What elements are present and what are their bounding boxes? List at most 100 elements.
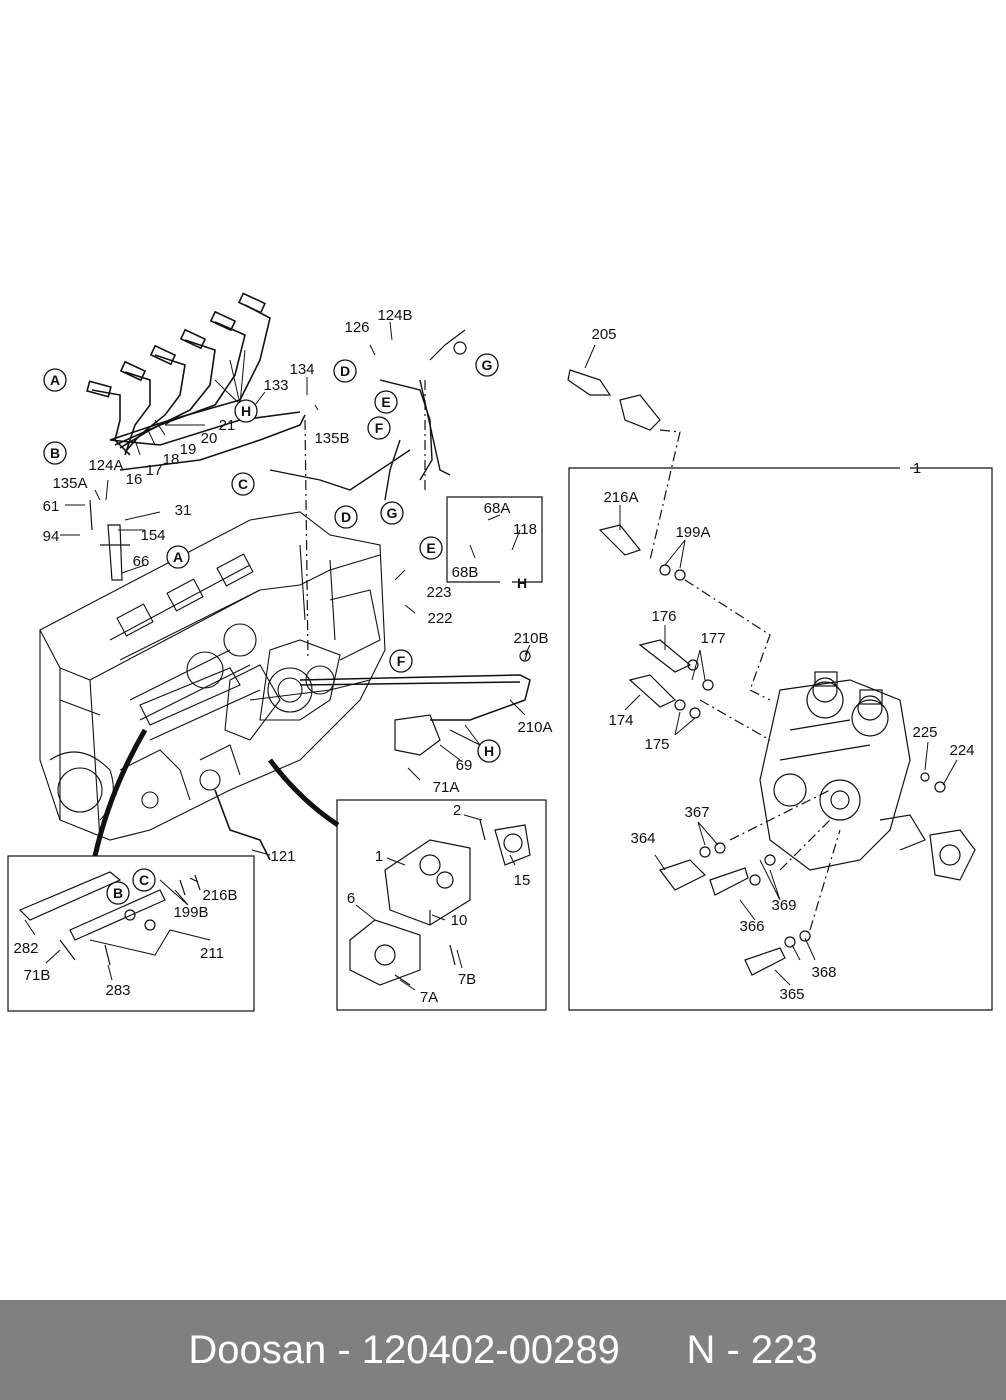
callout-b-rail: [106, 881, 130, 905]
callout-e-mid: [419, 536, 443, 560]
part-365: 365: [779, 986, 804, 1003]
bolt-174: [628, 674, 677, 708]
footer-page-code: N - 223: [686, 1327, 818, 1372]
bolt-365: [744, 947, 786, 976]
part-69: 69: [456, 757, 473, 774]
svg-text:G: G: [482, 357, 493, 373]
detail-box-1: [568, 467, 993, 1011]
part-205: 205: [591, 326, 616, 343]
bolt-216a: [598, 524, 642, 556]
part-61: 61: [43, 498, 60, 515]
part-21: 21: [219, 417, 236, 434]
svg-text:E: E: [426, 540, 435, 556]
part-18: 18: [163, 451, 180, 468]
part-222: 222: [427, 610, 452, 627]
part-224: 224: [949, 742, 974, 759]
part-282: 282: [13, 940, 38, 957]
part-71b: 71B: [24, 967, 51, 984]
part-154: 154: [140, 527, 165, 544]
part-216a: 216A: [603, 489, 638, 506]
parts-diagram: A B H A C D E F G D G E F H C B H 205 12…: [7, 292, 993, 1012]
svg-text:A: A: [173, 549, 183, 565]
callout-f-mid: [389, 649, 413, 673]
part-223: 223: [426, 584, 451, 601]
part-71a: 71A: [433, 779, 460, 796]
callout-c-mid: [231, 472, 255, 496]
part-124a: 124A: [88, 457, 123, 474]
svg-text:C: C: [139, 872, 149, 888]
high-pressure-pump: [759, 671, 976, 881]
part-68b: 68B: [452, 564, 479, 581]
rail-detail: [18, 871, 201, 966]
part-135a: 135A: [52, 475, 87, 492]
part-1-group: 1: [913, 460, 921, 477]
svg-text:G: G: [387, 505, 398, 521]
injector-lines: [86, 292, 301, 456]
part-176: 176: [651, 608, 676, 625]
part-177: 177: [700, 630, 725, 647]
bolt-176: [638, 639, 692, 673]
circled-letter-text: A B H A C D E F G D G E F H C B H: [50, 357, 527, 901]
callout-d-mid: [334, 505, 358, 529]
part-124b: 124B: [377, 307, 412, 324]
part-numbers: 205 126 124B 134 133 135B 21 20 19 18 17…: [13, 307, 974, 1006]
part-369: 369: [771, 897, 796, 914]
part-94: 94: [43, 528, 60, 545]
footer-banner: Doosan - 120402-00289 N - 223: [0, 1300, 1006, 1400]
part-211: 211: [200, 945, 224, 962]
callout-g-mid: [380, 501, 404, 525]
part-126: 126: [344, 319, 369, 336]
part-135b: 135B: [314, 430, 349, 447]
label-h-box: H: [517, 575, 527, 591]
part-283: 283: [105, 982, 130, 999]
svg-text:A: A: [50, 372, 60, 388]
svg-text:E: E: [381, 394, 390, 410]
part-199a: 199A: [675, 524, 710, 541]
part-7a: 7A: [420, 989, 438, 1006]
callout-g-top: [475, 353, 499, 377]
part-31: 31: [175, 502, 192, 519]
svg-text:C: C: [238, 476, 248, 492]
part-175: 175: [644, 736, 669, 753]
svg-text:D: D: [341, 509, 351, 525]
part-225: 225: [912, 724, 937, 741]
sensor-205: [619, 394, 661, 431]
callout-e-top: [374, 390, 398, 414]
part-133: 133: [263, 377, 288, 394]
callout-d-top: [333, 359, 357, 383]
part-1-pump: 1: [375, 848, 383, 865]
pump-detail: [349, 819, 531, 986]
bolt-364: [659, 859, 707, 891]
svg-text:D: D: [340, 363, 350, 379]
part-15: 15: [514, 872, 531, 889]
callout-a-top: [43, 368, 67, 392]
part-7b: 7B: [458, 971, 476, 988]
footer-separator: -: [337, 1327, 351, 1372]
detail-box-rail: [7, 855, 255, 1012]
fuel-rail-line: [119, 414, 306, 471]
callout-f-top: [367, 416, 391, 440]
part-68a: 68A: [484, 500, 511, 517]
callout-h-top: [234, 399, 258, 423]
part-364: 364: [630, 830, 655, 847]
svg-text:F: F: [375, 420, 384, 436]
part-66: 66: [133, 553, 150, 570]
part-17: 17: [146, 462, 163, 479]
callout-c-rail: [132, 868, 156, 892]
part-19: 19: [180, 441, 197, 458]
bolt-366: [709, 867, 749, 896]
part-174: 174: [608, 712, 633, 729]
svg-text:B: B: [113, 885, 123, 901]
part-6: 6: [347, 890, 355, 907]
part-216b: 216B: [202, 887, 237, 904]
part-2: 2: [453, 802, 461, 819]
footer-brand: Doosan: [188, 1327, 327, 1372]
part-134: 134: [289, 361, 314, 378]
part-367: 367: [684, 804, 709, 821]
svg-text:H: H: [241, 403, 251, 419]
detail-box-pump: [336, 799, 547, 1011]
part-10: 10: [451, 912, 468, 929]
callout-b: [43, 441, 67, 465]
injector: [100, 524, 130, 581]
part-210a: 210A: [517, 719, 552, 736]
